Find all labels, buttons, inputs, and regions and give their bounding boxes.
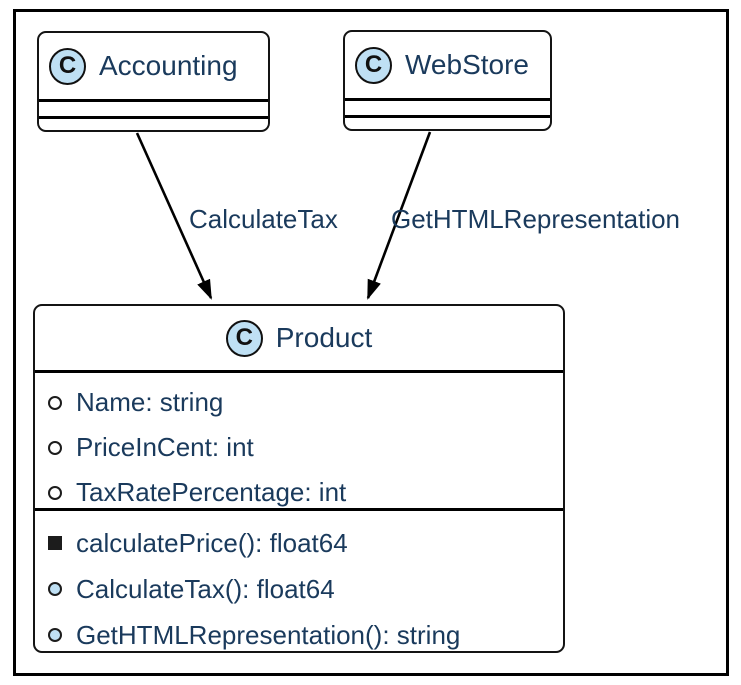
methods-compartment-empty (39, 116, 268, 130)
visibility-square-icon (48, 536, 62, 550)
methods-compartment-empty (345, 115, 550, 129)
class-header-product: C Product (35, 306, 563, 370)
visibility-circle-icon (48, 395, 62, 410)
methods-compartment: calculatePrice(): float64 CalculateTax()… (35, 508, 563, 651)
method-row: calculatePrice(): float64 (48, 520, 557, 566)
method-text: CalculateTax(): float64 (76, 573, 335, 604)
class-icon: C (225, 319, 263, 357)
attribute-text: TaxRatePercentage: int (76, 477, 347, 507)
edge-label-calculatetax: CalculateTax (189, 204, 338, 234)
class-icon: C (355, 46, 392, 84)
class-box-accounting: C Accounting (37, 31, 270, 132)
class-name-product: Product (275, 322, 373, 353)
method-text: calculatePrice(): float64 (76, 527, 348, 558)
class-box-webstore: C WebStore (343, 30, 552, 131)
visibility-circle-icon (48, 485, 62, 500)
attributes-compartment-empty (39, 99, 268, 116)
visibility-circle-icon (48, 440, 62, 455)
attribute-row: PriceInCent: int (48, 425, 557, 470)
class-header-accounting: C Accounting (39, 33, 268, 99)
class-header-webstore: C WebStore (345, 32, 550, 98)
visibility-circle-icon (48, 628, 62, 642)
method-row: GetHTMLRepresentation(): string (48, 612, 557, 651)
class-name-accounting: Accounting (99, 50, 238, 81)
class-box-product: C Product Name: string PriceInCent: int … (33, 304, 565, 653)
method-text: GetHTMLRepresentation(): string (76, 619, 461, 650)
edge-webstore-product (366, 131, 432, 300)
method-row: CalculateTax(): float64 (48, 566, 557, 612)
attribute-text: PriceInCent: int (76, 432, 254, 462)
attribute-row: TaxRatePercentage: int (48, 470, 557, 515)
class-icon: C (49, 47, 86, 85)
edge-accounting-product (135, 132, 213, 300)
attributes-compartment-empty (345, 98, 550, 115)
class-name-webstore: WebStore (405, 49, 529, 80)
edge-label-gethtmlrepresentation: GetHTMLRepresentation (391, 204, 681, 234)
attributes-compartment: Name: string PriceInCent: int TaxRatePer… (35, 370, 563, 508)
visibility-circle-icon (48, 582, 62, 596)
attribute-row: Name: string (48, 380, 557, 425)
attribute-text: Name: string (76, 387, 224, 417)
